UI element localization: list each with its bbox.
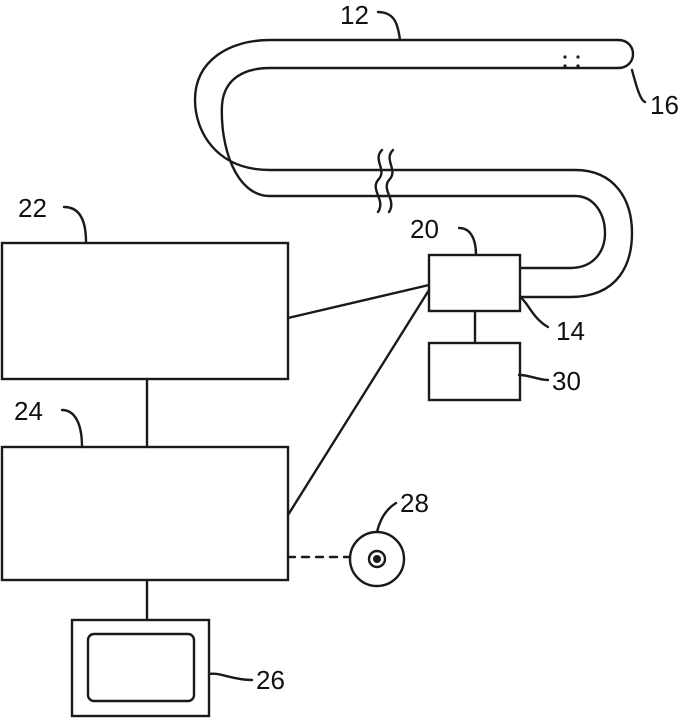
upper-unit-box (2, 243, 288, 379)
label-28: 28 (400, 490, 429, 516)
lower-unit-box (2, 447, 288, 580)
connector-box (429, 255, 520, 311)
label-14: 14 (556, 318, 585, 344)
label-24: 24 (14, 398, 43, 424)
monitor (72, 620, 209, 716)
pedal-device (350, 532, 404, 586)
small-box (429, 343, 520, 400)
label-16: 16 (650, 92, 679, 118)
label-12: 12 (340, 2, 369, 28)
label-22: 22 (18, 195, 47, 221)
label-20: 20 (410, 216, 439, 242)
label-30: 30 (552, 368, 581, 394)
label-26: 26 (256, 667, 285, 693)
